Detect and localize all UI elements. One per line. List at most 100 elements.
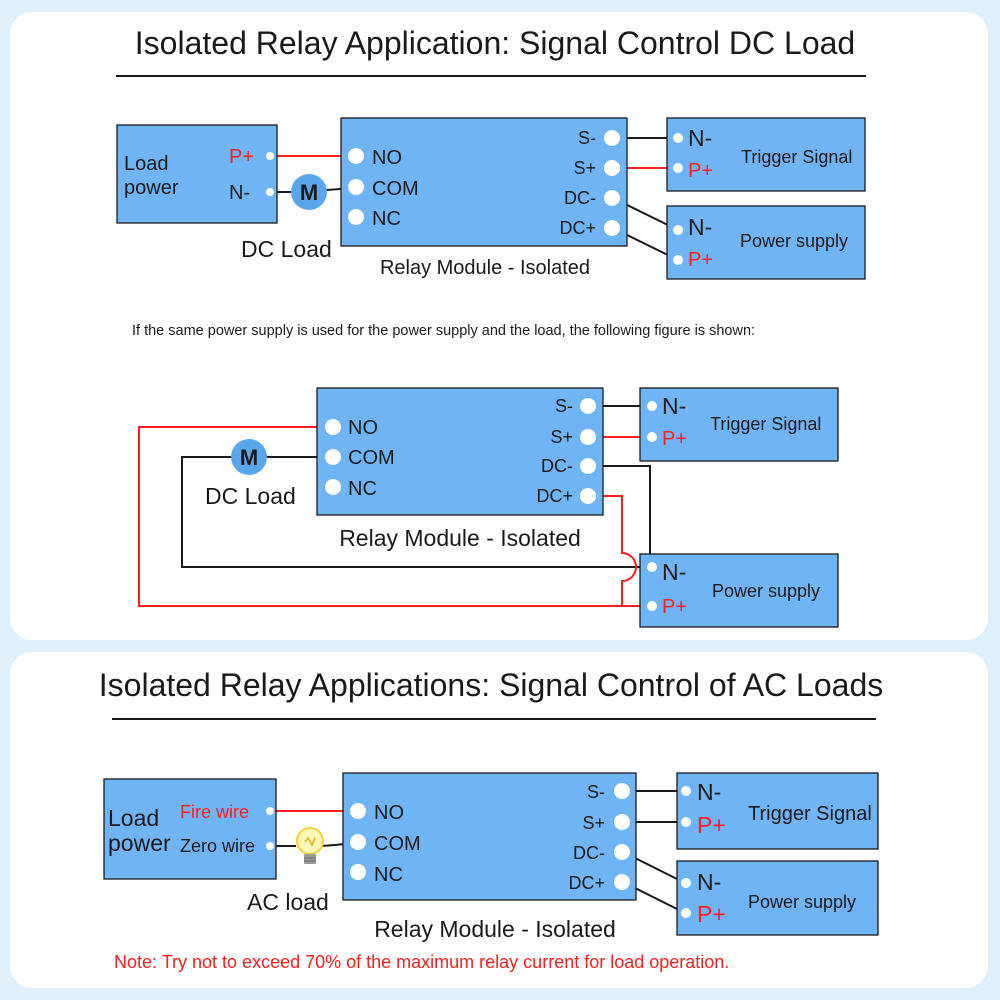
fig2-s-plus: S+ <box>550 427 573 447</box>
ac-zero-wire-label: Zero wire <box>180 836 255 856</box>
ac-dc-plus: DC+ <box>568 873 605 893</box>
ac-load-label: AC load <box>247 889 329 915</box>
ac-relay-com: COM <box>374 833 421 855</box>
motor-icon <box>231 439 267 475</box>
terminal <box>580 429 596 445</box>
terminal <box>614 814 630 830</box>
fig1-dc-minus: DC- <box>564 188 596 208</box>
terminal <box>266 188 274 196</box>
terminal <box>348 148 364 164</box>
terminal <box>673 255 683 265</box>
fig1-relay-nc: NC <box>372 208 401 230</box>
ac-s-plus: S+ <box>582 813 605 833</box>
fig1-supply-box <box>666 205 866 280</box>
fig1-s-minus: S- <box>578 128 596 148</box>
fig1-load-power-label-2: power <box>124 177 179 199</box>
fig2-supply-box <box>639 553 839 628</box>
fig2-supply-label: Power supply <box>712 581 820 601</box>
light-bulb-icon <box>296 827 324 864</box>
fig1-dc-load-label: DC Load <box>241 236 332 262</box>
ac-trigger-n: N- <box>697 779 721 805</box>
terminal <box>350 803 366 819</box>
terminal <box>604 220 620 236</box>
ac-supply-box <box>676 860 879 936</box>
ac-s-minus: S- <box>587 782 605 802</box>
terminal <box>266 152 274 160</box>
terminal <box>647 432 657 442</box>
ac-load-power-label-2: power <box>108 830 171 856</box>
fig2-s-minus: S- <box>555 396 573 416</box>
terminal <box>614 874 630 890</box>
motor-label: M <box>240 445 258 470</box>
terminal <box>604 130 620 146</box>
ac-supply-p: P+ <box>697 901 726 927</box>
fig1-supply-n: N- <box>688 214 712 240</box>
fig1-supply-label: Power supply <box>740 231 848 251</box>
fig1-s-plus: S+ <box>573 158 596 178</box>
fig2-relay-com: COM <box>348 447 395 469</box>
fig1-trigger-n: N- <box>688 125 712 151</box>
terminal <box>350 834 366 850</box>
ac-relay-nc: NC <box>374 864 403 886</box>
same-supply-note: If the same power supply is used for the… <box>132 323 755 339</box>
terminal <box>266 842 274 850</box>
terminal <box>266 807 274 815</box>
fig2-relay-module-box <box>316 387 604 516</box>
terminal <box>681 878 691 888</box>
fig1-relay-com: COM <box>372 178 419 200</box>
terminal <box>580 398 596 414</box>
terminal <box>681 817 691 827</box>
terminal <box>614 783 630 799</box>
fig1-relay-module-box <box>340 117 628 247</box>
fig1-load-power-label-1: Load <box>124 153 169 175</box>
ac-relay-caption: Relay Module - Isolated <box>374 916 616 942</box>
fig1-load-power-box <box>116 124 278 224</box>
ac-section-title: Isolated Relay Applications: Signal Cont… <box>99 667 883 703</box>
terminal <box>673 225 683 235</box>
fig1-trigger-p: P+ <box>688 160 713 182</box>
terminal <box>580 458 596 474</box>
fig2-supply-p: P+ <box>662 596 687 618</box>
fig2-relay-nc: NC <box>348 478 377 500</box>
fig2-dc-load-label: DC Load <box>205 483 296 509</box>
terminal <box>325 449 341 465</box>
fig2-trigger-box <box>639 387 839 462</box>
fig1-relay-caption: Relay Module - Isolated <box>380 257 590 279</box>
dc-load-panel <box>10 12 988 640</box>
ac-relay-module-box <box>342 772 637 901</box>
ac-relay-no: NO <box>374 802 404 824</box>
terminal <box>604 190 620 206</box>
terminal <box>673 163 683 173</box>
terminal <box>350 864 366 880</box>
terminal <box>681 908 691 918</box>
fig1-supply-p: P+ <box>688 249 713 271</box>
terminal <box>325 419 341 435</box>
terminal <box>681 786 691 796</box>
fig2-supply-n: N- <box>662 559 686 585</box>
ac-fire-wire-label: Fire wire <box>180 802 249 822</box>
terminal <box>348 209 364 225</box>
fig2-relay-no: NO <box>348 417 378 439</box>
terminal <box>325 479 341 495</box>
fig2-trigger-p: P+ <box>662 428 687 450</box>
fig2-dc-plus: DC+ <box>536 486 573 506</box>
fig1-relay-no: NO <box>372 147 402 169</box>
terminal <box>580 488 596 504</box>
fig2-trigger-n: N- <box>662 393 686 419</box>
terminal <box>604 160 620 176</box>
terminal <box>673 133 683 143</box>
ac-trigger-label: Trigger Signal <box>748 803 872 825</box>
terminal <box>348 179 364 195</box>
fig1-trigger-label: Trigger Signal <box>741 147 852 167</box>
ac-trigger-box <box>676 772 879 850</box>
terminal <box>647 562 657 572</box>
motor-icon <box>291 174 327 210</box>
fig1-trigger-box <box>666 117 866 192</box>
terminal <box>614 844 630 860</box>
fig1-load-p-plus: P+ <box>229 146 254 168</box>
motor-label: M <box>300 180 318 205</box>
ac-dc-minus: DC- <box>573 843 605 863</box>
fig2-relay-caption: Relay Module - Isolated <box>339 525 581 551</box>
dc-section-title: Isolated Relay Application: Signal Contr… <box>135 25 855 61</box>
terminal <box>647 601 657 611</box>
